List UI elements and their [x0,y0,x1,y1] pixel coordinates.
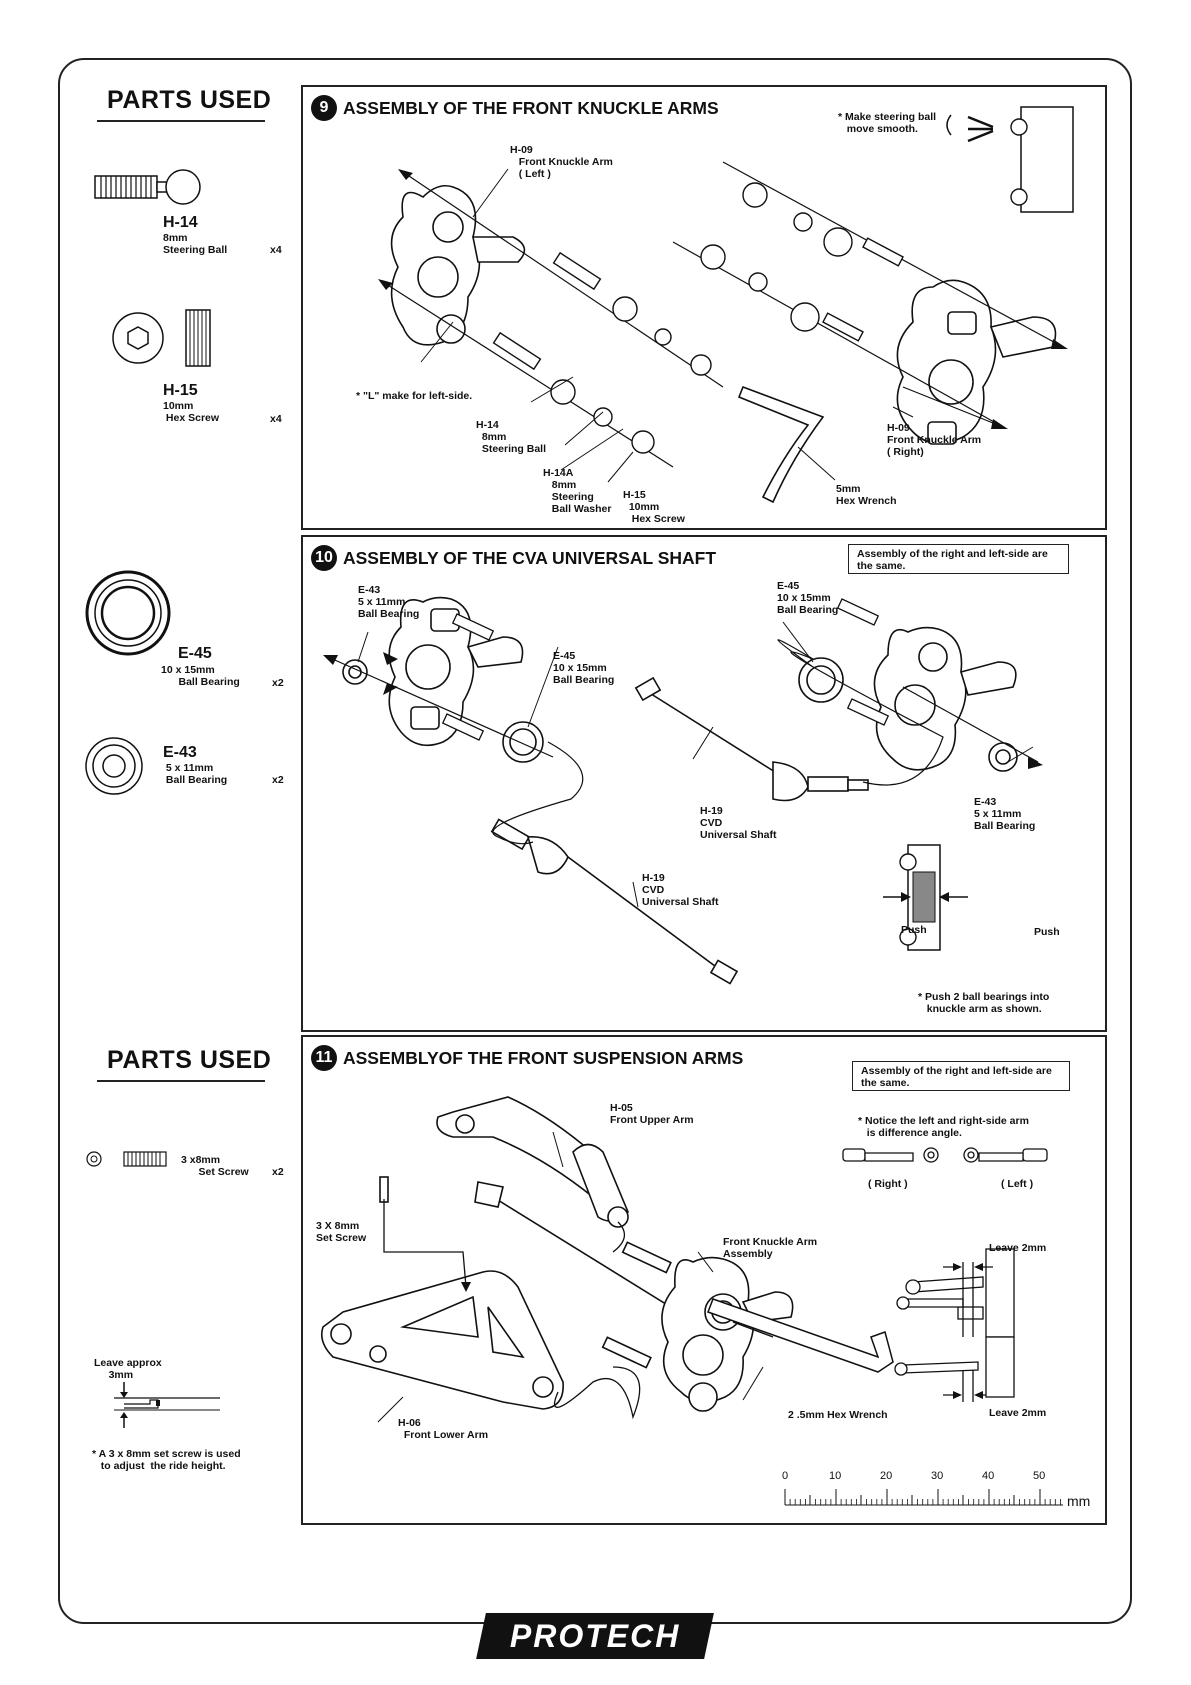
label-push-note: * Push 2 ball bearings into knuckle arm … [918,991,1050,1015]
part-code-h14: H-14 [163,214,198,231]
set-screw-icon [86,1151,167,1167]
ruler-tick-label: 50 [1033,1470,1046,1482]
label-h19-lower: H-19 CVD Universal Shaft [642,872,719,908]
parts-used-title: PARTS USED [107,1046,272,1074]
step-number: 10 [311,545,337,571]
label-e45-right: E-45 10 x 15mm Ball Bearing [777,580,839,616]
parts-used-underline [97,120,265,122]
protech-logo: PROTECH [476,1613,714,1659]
step-number: 11 [311,1045,337,1071]
ruler-tick-label: 40 [982,1470,995,1482]
label-right: ( Right ) [868,1178,908,1190]
label-leave-top: Leave 2mm [989,1242,1047,1254]
part-desc-set-screw: 3 x8mm Set Screw [181,1154,249,1178]
part-code-h15: H-15 [163,382,198,399]
label-h14a: H-14A 8mm Steering Ball Washer [543,467,612,515]
parts-used-title: PARTS USED [107,86,272,114]
step-9-panel: 9 ASSEMBLY OF THE FRONT KNUCKLE ARMS [301,85,1107,530]
label-set-screw: 3 X 8mm Set Screw [316,1220,367,1244]
label-smooth-note: * Make steering ball move smooth. [838,111,937,135]
part-desc-h15: 10mm Hex Screw [163,400,220,424]
label-e45-mid: E-45 10 x 15mm Ball Bearing [553,650,615,686]
suspension-arms-diagram [320,1096,1063,1506]
label-h19-upper: H-19 CVD Universal Shaft [700,805,777,841]
step-11-panel: 11 ASSEMBLYOF THE FRONT SUSPENSION ARMS … [301,1035,1107,1525]
part-qty-set-screw: x2 [272,1166,284,1178]
cva-shaft-diagram [323,596,1043,985]
part-qty-h14: x4 [270,244,282,256]
ride-height-diagram [114,1382,220,1428]
label-h09-left: H-09 Front Knuckle Arm ( Left ) [510,144,613,180]
label-hex-wrench: 5mm Hex Wrench [836,483,897,507]
part-code-e43: E-43 [163,744,197,761]
ruler-tick-label: 0 [782,1470,789,1482]
ride-height-label: Leave approx 3mm [94,1357,162,1381]
ball-bearing-icon [85,570,171,656]
hex-screw-icon [112,309,211,367]
label-e43-left: E-43 5 x 11mm Ball Bearing [358,584,420,620]
step-title: ASSEMBLY OF THE CVA UNIVERSAL SHAFT [343,547,717,568]
ruler-tick-label: 30 [931,1470,944,1482]
label-h06: H-06 Front Lower Arm [398,1417,489,1441]
note-box: Assembly of the right and left-side are … [848,544,1069,574]
ruler-tick-label: 20 [880,1470,893,1482]
label-angle-note: * Notice the left and right-side arm is … [858,1115,1029,1139]
label-push-left: Push [901,924,927,936]
label-h05: H-05 Front Upper Arm [610,1102,694,1126]
part-qty-h15: x4 [270,413,282,425]
part-desc-h14: 8mm Steering Ball [163,232,228,256]
part-code-e45: E-45 [178,645,212,662]
step-title: ASSEMBLYOF THE FRONT SUSPENSION ARMS [343,1047,744,1068]
label-e43-right: E-43 5 x 11mm Ball Bearing [974,796,1036,832]
part-desc-e45: 10 x 15mm Ball Bearing [161,664,240,688]
ball-bearing-icon [85,737,143,795]
label-h15: H-15 10mm Hex Screw [623,489,685,525]
step-10-panel: 10 ASSEMBLY OF THE CVA UNIVERSAL SHAFT A… [301,535,1107,1032]
label-l-mark: * "L" make for left-side. [356,390,473,402]
step-title: ASSEMBLY OF THE FRONT KNUCKLE ARMS [343,97,719,118]
note-box: Assembly of the right and left-side are … [852,1061,1070,1091]
step-number: 9 [311,95,337,121]
ruler-unit: mm [1067,1493,1091,1509]
label-push-right: Push [1034,926,1060,938]
part-qty-e45: x2 [272,677,284,689]
ruler-tick-label: 10 [829,1470,842,1482]
label-knuckle-assembly: Front Knuckle Arm Assembly [723,1236,818,1260]
label-leave-bottom: Leave 2mm [989,1407,1047,1419]
brand-name: PROTECH [509,1617,681,1654]
parts-used-underline [97,1080,265,1082]
label-hex-wrench: 2 .5mm Hex Wrench [788,1409,888,1421]
steering-ball-icon [94,169,201,205]
label-h14: H-14 8mm Steering Ball [476,419,547,455]
label-left: ( Left ) [1001,1178,1034,1190]
part-desc-e43: 5 x 11mm Ball Bearing [165,762,228,786]
label-h09-right: H-09 Front Knuckle Arm ( Right) [887,422,982,458]
part-qty-e43: x2 [272,774,284,786]
knuckle-arms-diagram [378,106,1074,504]
ride-height-note: * A 3 x 8mm set screw is used to adjust … [92,1448,241,1472]
